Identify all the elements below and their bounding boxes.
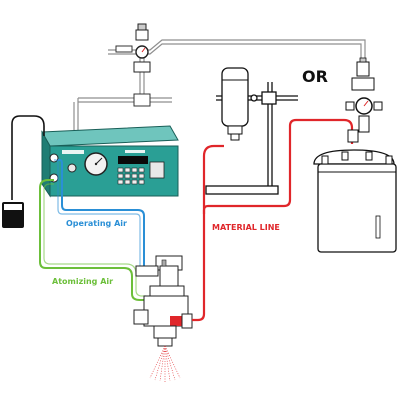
- regulator-gauge-icon: [345, 57, 383, 143]
- regulator-gauge-icon: [115, 23, 151, 73]
- material-line-label: MATERIAL LINE: [212, 223, 280, 232]
- atomizing-air-line: [39, 179, 146, 301]
- spray-valve-icon: [133, 255, 193, 347]
- syringe-stand: [205, 82, 298, 195]
- atomizing-air-label: Atomizing Air: [52, 277, 113, 286]
- foot-pedal-cable: [11, 115, 45, 200]
- material-line: [192, 118, 354, 322]
- operating-air-line: [54, 159, 145, 268]
- or-label: OR: [302, 67, 328, 86]
- dispense-controller-icon: [41, 125, 179, 198]
- foot-pedal-icon: [2, 202, 24, 228]
- syringe-reservoir-icon: [221, 67, 249, 141]
- operating-air-label: Operating Air: [66, 219, 127, 228]
- tee-fitting: [133, 93, 151, 107]
- spray-pattern: [149, 345, 181, 382]
- pressure-tank-icon: [313, 149, 397, 253]
